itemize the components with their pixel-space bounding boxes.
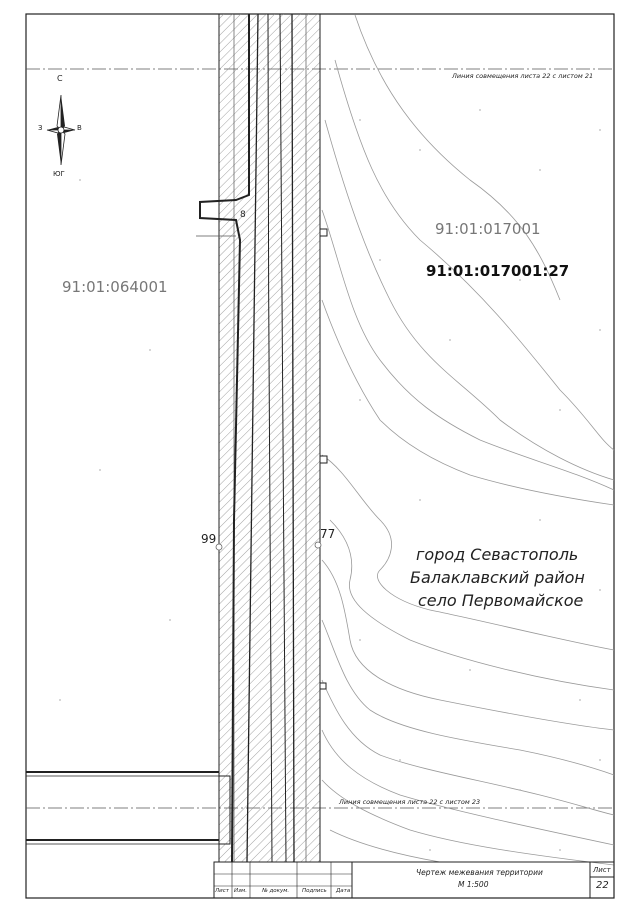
- boundary-marker: [319, 455, 328, 464]
- col-doc: № докум.: [262, 888, 290, 894]
- cadastral-quarter-left: 91:01:064001: [62, 278, 168, 296]
- road-lines: [196, 13, 295, 863]
- point-77-marker: [314, 541, 322, 549]
- point-label-8: 8: [240, 210, 246, 220]
- locality-line-2: Балаклавский район: [410, 568, 585, 587]
- sheet-label: Лист: [593, 866, 611, 874]
- sheet-number: 22: [596, 880, 609, 891]
- terrain-contours: [321, 14, 615, 866]
- point-label-99: 99: [201, 532, 217, 546]
- compass-icon: [46, 94, 76, 166]
- compass-south-label: ЮГ: [53, 170, 65, 178]
- match-line-top-label: Линия совмещения листа 22 с листом 21: [452, 72, 594, 80]
- locality-line-1: город Севастополь: [416, 545, 579, 564]
- parcel-number: 91:01:017001:27: [426, 262, 570, 280]
- compass-west-label: З: [38, 124, 43, 132]
- col-date: Дата: [336, 888, 351, 894]
- point-99-marker: [215, 543, 223, 551]
- title-block: [213, 861, 615, 899]
- drawing-scale: М 1:500: [458, 880, 489, 889]
- bottom-left-parcel: [26, 771, 231, 845]
- col-sign: Подпись: [302, 888, 327, 894]
- survey-dots: [59, 109, 601, 851]
- boundary-marker: [319, 228, 328, 237]
- locality-line-3: село Первомайское: [418, 591, 584, 610]
- cadastral-quarter-right: 91:01:017001: [435, 220, 541, 238]
- col-change: Изм.: [234, 888, 247, 894]
- compass-north-label: С: [57, 74, 63, 83]
- compass-east-label: В: [77, 124, 82, 132]
- point-label-77: 77: [320, 527, 336, 541]
- boundary-marker: [319, 682, 327, 690]
- match-line-bottom-label: Линия совмещения листа 22 с листом 23: [339, 798, 481, 806]
- drawing-title: Чертеж межевания территории: [416, 868, 543, 877]
- col-sheet: Лист: [215, 888, 229, 894]
